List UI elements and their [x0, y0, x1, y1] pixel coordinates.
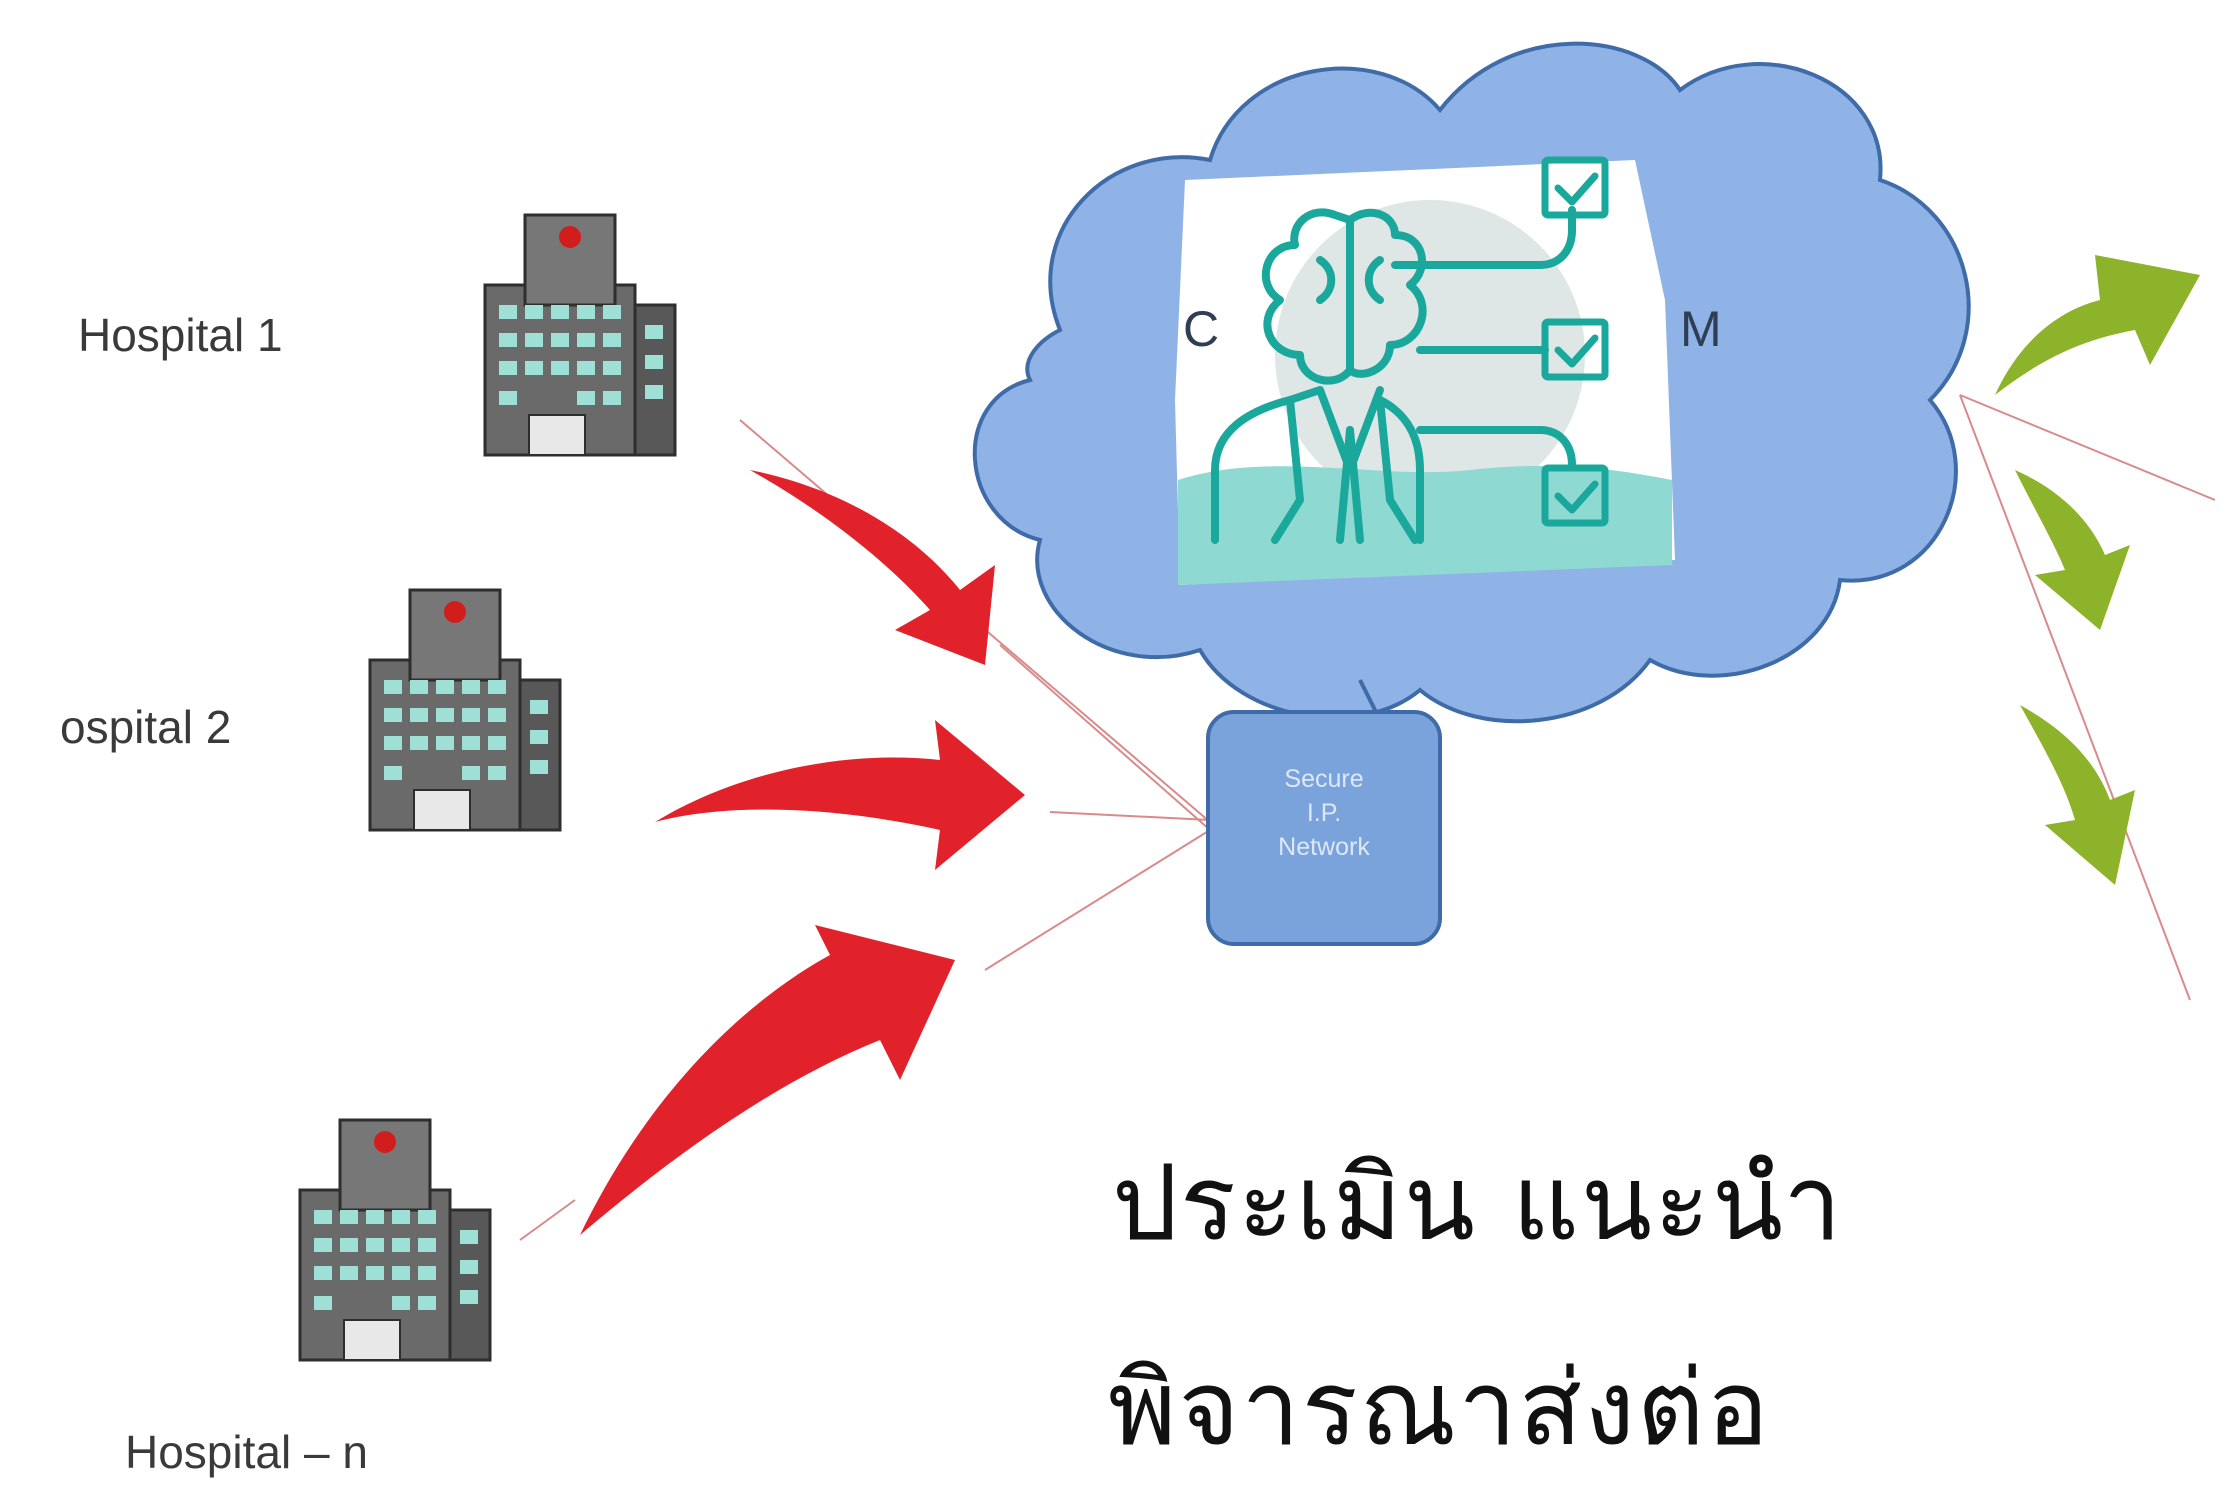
hospital-2-label: ospital 2 [60, 701, 232, 753]
outgoing-arrow-3 [2020, 705, 2135, 885]
caption-line-2: พิจารณาส่งต่อ [1108, 1347, 1771, 1469]
cloud-text-fragment-left: C [1183, 301, 1220, 357]
incoming-arrow-1 [750, 470, 995, 665]
network-line-2: I.P. [1306, 799, 1342, 827]
incoming-arrows [580, 470, 1025, 1235]
hospital-n-building-icon [298, 1118, 492, 1362]
hospital-1-label: Hospital 1 [78, 309, 283, 361]
outgoing-arrow-2 [2015, 470, 2130, 630]
hospital-2-building-icon [368, 588, 562, 832]
hospital-1-building-icon [483, 213, 677, 457]
incoming-arrow-2 [655, 720, 1025, 870]
caption-line-1: ประเมิน แนะนำ [1112, 1142, 1844, 1264]
cloud-text-fragment-right: M [1680, 301, 1722, 357]
incoming-arrow-3 [580, 925, 955, 1235]
network-line-1: Secure [1284, 765, 1364, 793]
outgoing-arrow-1 [1995, 255, 2200, 395]
doctor-brain-checklist-icon [1175, 156, 1675, 585]
network-line-3: Network [1278, 833, 1370, 861]
secure-network-box [1206, 710, 1442, 946]
secure-network-label: Secure I.P. Network [1208, 762, 1440, 864]
outgoing-arrows [1995, 255, 2200, 885]
hospital-n-label: Hospital – n [125, 1426, 368, 1478]
